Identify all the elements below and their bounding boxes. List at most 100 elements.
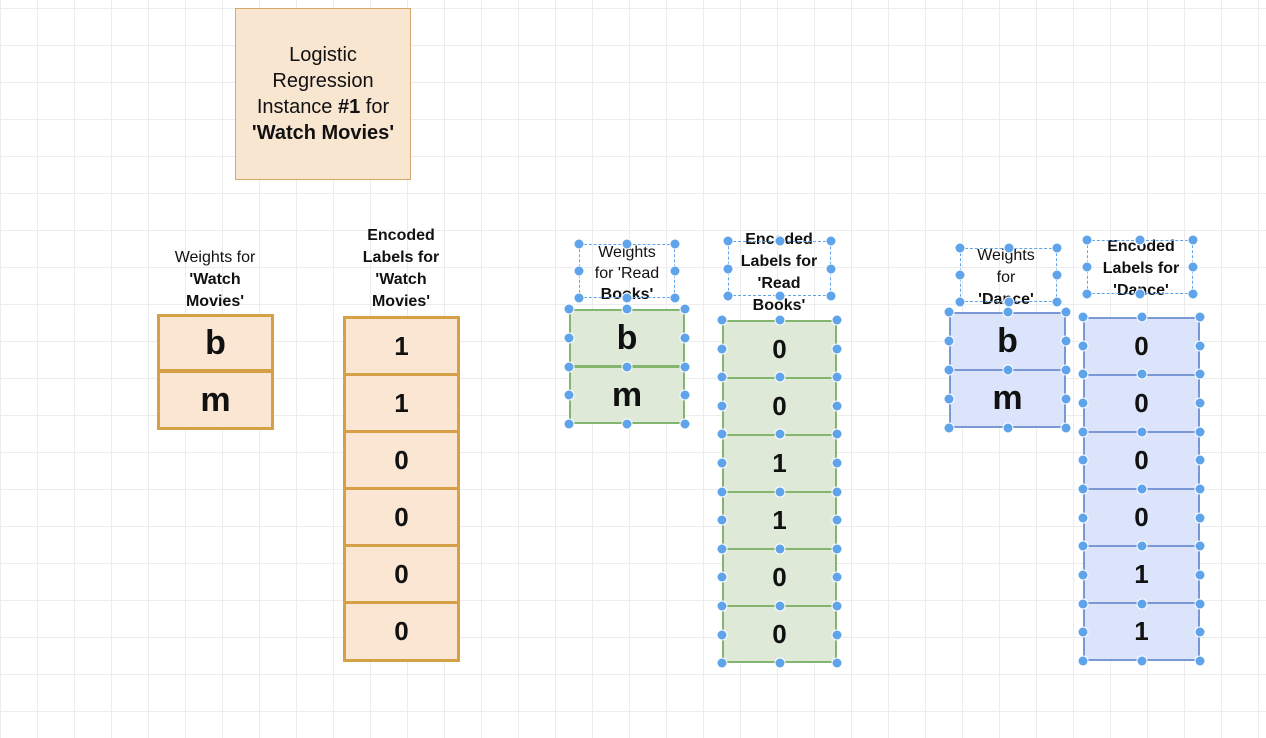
weight-cell-m[interactable]: m — [569, 366, 685, 424]
resize-handle[interactable] — [1078, 455, 1088, 465]
resize-handle[interactable] — [832, 601, 842, 611]
encoded-cell[interactable]: 1 — [722, 434, 837, 493]
resize-handle[interactable] — [1137, 312, 1146, 322]
resize-handle[interactable] — [775, 372, 784, 382]
resize-handle[interactable] — [1061, 423, 1071, 433]
resize-handle[interactable] — [775, 236, 784, 246]
resize-handle[interactable] — [1195, 427, 1205, 437]
resize-handle[interactable] — [944, 394, 954, 404]
resize-handle[interactable] — [717, 429, 727, 439]
encoded-cell[interactable]: 0 — [343, 601, 460, 662]
resize-handle[interactable] — [832, 515, 842, 525]
resize-handle[interactable] — [1003, 423, 1012, 433]
resize-handle[interactable] — [1195, 312, 1205, 322]
resize-handle[interactable] — [955, 243, 965, 253]
encoded-cell[interactable]: 1 — [1083, 602, 1200, 661]
resize-handle[interactable] — [826, 236, 836, 246]
resize-handle[interactable] — [1195, 570, 1205, 580]
resize-handle[interactable] — [1061, 336, 1071, 346]
logistic-regression-title-box[interactable]: Logistic Regression Instance #1 for 'Wat… — [235, 8, 411, 180]
resize-handle[interactable] — [1052, 243, 1062, 253]
resize-handle[interactable] — [1195, 398, 1205, 408]
resize-handle[interactable] — [955, 297, 965, 307]
encoded-column-watch-movies[interactable]: 1 1 0 0 0 0 — [343, 316, 460, 662]
resize-handle[interactable] — [832, 572, 842, 582]
resize-handle[interactable] — [832, 429, 842, 439]
encoded-cell[interactable]: 0 — [722, 605, 837, 663]
encoded-cell[interactable]: 0 — [722, 377, 837, 436]
resize-handle[interactable] — [955, 270, 965, 280]
encoded-cell[interactable]: 0 — [722, 548, 837, 607]
encoded-cell[interactable]: 1 — [343, 373, 460, 433]
resize-handle[interactable] — [717, 544, 727, 554]
resize-handle[interactable] — [717, 630, 727, 640]
resize-handle[interactable] — [717, 344, 727, 354]
resize-handle[interactable] — [775, 315, 784, 325]
resize-handle[interactable] — [832, 344, 842, 354]
resize-handle[interactable] — [1052, 297, 1062, 307]
resize-handle[interactable] — [1078, 312, 1088, 322]
resize-handle[interactable] — [622, 293, 632, 303]
encoded-cell[interactable]: 0 — [343, 544, 460, 604]
weight-cell-b[interactable]: b — [157, 314, 274, 372]
encoded-cell[interactable]: 0 — [1083, 488, 1200, 547]
resize-handle[interactable] — [670, 266, 680, 276]
resize-handle[interactable] — [717, 401, 727, 411]
resize-handle[interactable] — [564, 304, 574, 314]
resize-handle[interactable] — [680, 390, 690, 400]
encoded-column-dance[interactable]: 0 0 0 0 1 1 — [1083, 317, 1200, 661]
resize-handle[interactable] — [717, 658, 727, 668]
encoded-cell[interactable]: 1 — [722, 491, 837, 550]
resize-handle[interactable] — [1195, 484, 1205, 494]
resize-handle[interactable] — [832, 401, 842, 411]
resize-handle[interactable] — [574, 293, 584, 303]
resize-handle[interactable] — [1082, 235, 1092, 245]
resize-handle[interactable] — [1061, 307, 1071, 317]
resize-handle[interactable] — [1195, 455, 1205, 465]
resize-handle[interactable] — [717, 487, 727, 497]
encoded-cell[interactable]: 0 — [343, 430, 460, 490]
resize-handle[interactable] — [1078, 427, 1088, 437]
resize-handle[interactable] — [680, 333, 690, 343]
resize-handle[interactable] — [1078, 341, 1088, 351]
resize-handle[interactable] — [1188, 262, 1198, 272]
resize-handle[interactable] — [723, 291, 733, 301]
resize-handle[interactable] — [1135, 289, 1145, 299]
resize-handle[interactable] — [1004, 297, 1013, 307]
resize-handle[interactable] — [622, 304, 632, 314]
resize-handle[interactable] — [564, 419, 574, 429]
resize-handle[interactable] — [1195, 541, 1205, 551]
encoded-cell[interactable]: 0 — [1083, 431, 1200, 490]
resize-handle[interactable] — [680, 304, 690, 314]
resize-handle[interactable] — [1078, 369, 1088, 379]
resize-handle[interactable] — [1078, 599, 1088, 608]
encoded-cell[interactable]: 1 — [1083, 545, 1200, 604]
resize-handle[interactable] — [574, 239, 584, 249]
encoded-cell[interactable]: 0 — [1083, 317, 1200, 376]
resize-handle[interactable] — [944, 365, 954, 375]
resize-handle[interactable] — [832, 458, 842, 468]
resize-handle[interactable] — [1195, 341, 1205, 351]
weight-cell-m[interactable]: m — [949, 369, 1066, 428]
resize-handle[interactable] — [775, 544, 784, 554]
resize-handle[interactable] — [1195, 369, 1205, 379]
resize-handle[interactable] — [1137, 599, 1146, 608]
resize-handle[interactable] — [832, 315, 842, 325]
resize-handle[interactable] — [1078, 398, 1088, 408]
resize-handle[interactable] — [670, 239, 680, 249]
resize-handle[interactable] — [775, 429, 784, 439]
resize-handle[interactable] — [1078, 541, 1088, 551]
encoded-cell[interactable]: 1 — [343, 316, 460, 376]
resize-handle[interactable] — [1082, 289, 1092, 299]
resize-handle[interactable] — [1188, 235, 1198, 245]
resize-handle[interactable] — [1137, 541, 1146, 551]
resize-handle[interactable] — [1195, 513, 1205, 523]
resize-handle[interactable] — [775, 291, 784, 301]
resize-handle[interactable] — [680, 419, 690, 429]
resize-handle[interactable] — [1082, 262, 1092, 272]
resize-handle[interactable] — [622, 239, 632, 249]
resize-handle[interactable] — [1137, 484, 1146, 494]
resize-handle[interactable] — [1188, 289, 1198, 299]
resize-handle[interactable] — [670, 293, 680, 303]
weights-column-watch-movies[interactable]: b m — [157, 314, 274, 430]
